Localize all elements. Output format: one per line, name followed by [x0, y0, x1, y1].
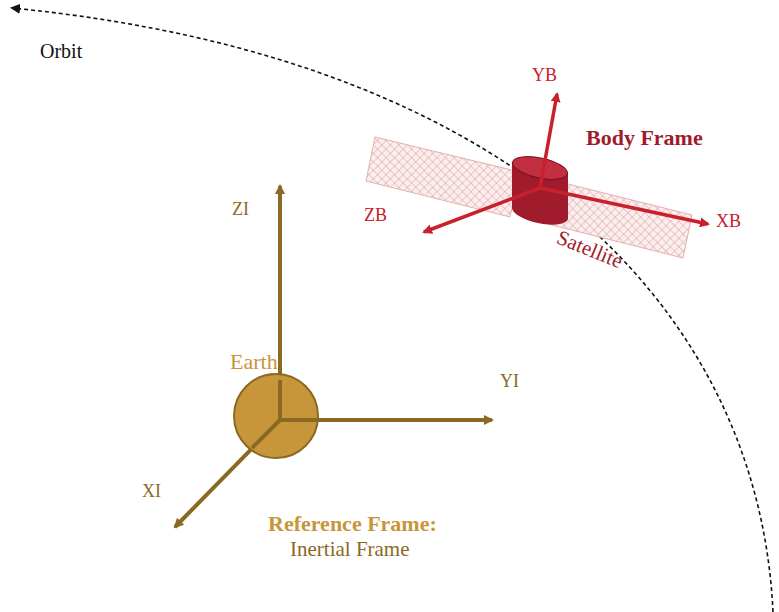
body-axes — [424, 94, 708, 232]
frame-title: Body Frame — [586, 126, 703, 150]
inertial-axes — [175, 186, 492, 527]
axis-label: ZI — [232, 200, 249, 220]
orbit-label: Orbit — [40, 40, 82, 62]
frame-title: Reference Frame: — [268, 512, 437, 536]
satellite-body — [366, 137, 692, 258]
earth-globe — [234, 374, 318, 458]
inertial-axes-front — [252, 380, 318, 448]
axis-label: XB — [716, 212, 741, 232]
axis-label: YI — [500, 372, 519, 392]
axis-label: YB — [532, 66, 557, 86]
orbit-path — [12, 8, 773, 612]
axis-label: XI — [142, 482, 161, 502]
earth-label: Earth — [230, 350, 278, 374]
axis-label: ZB — [364, 206, 387, 226]
frame-subtitle: Inertial Frame — [290, 538, 410, 561]
